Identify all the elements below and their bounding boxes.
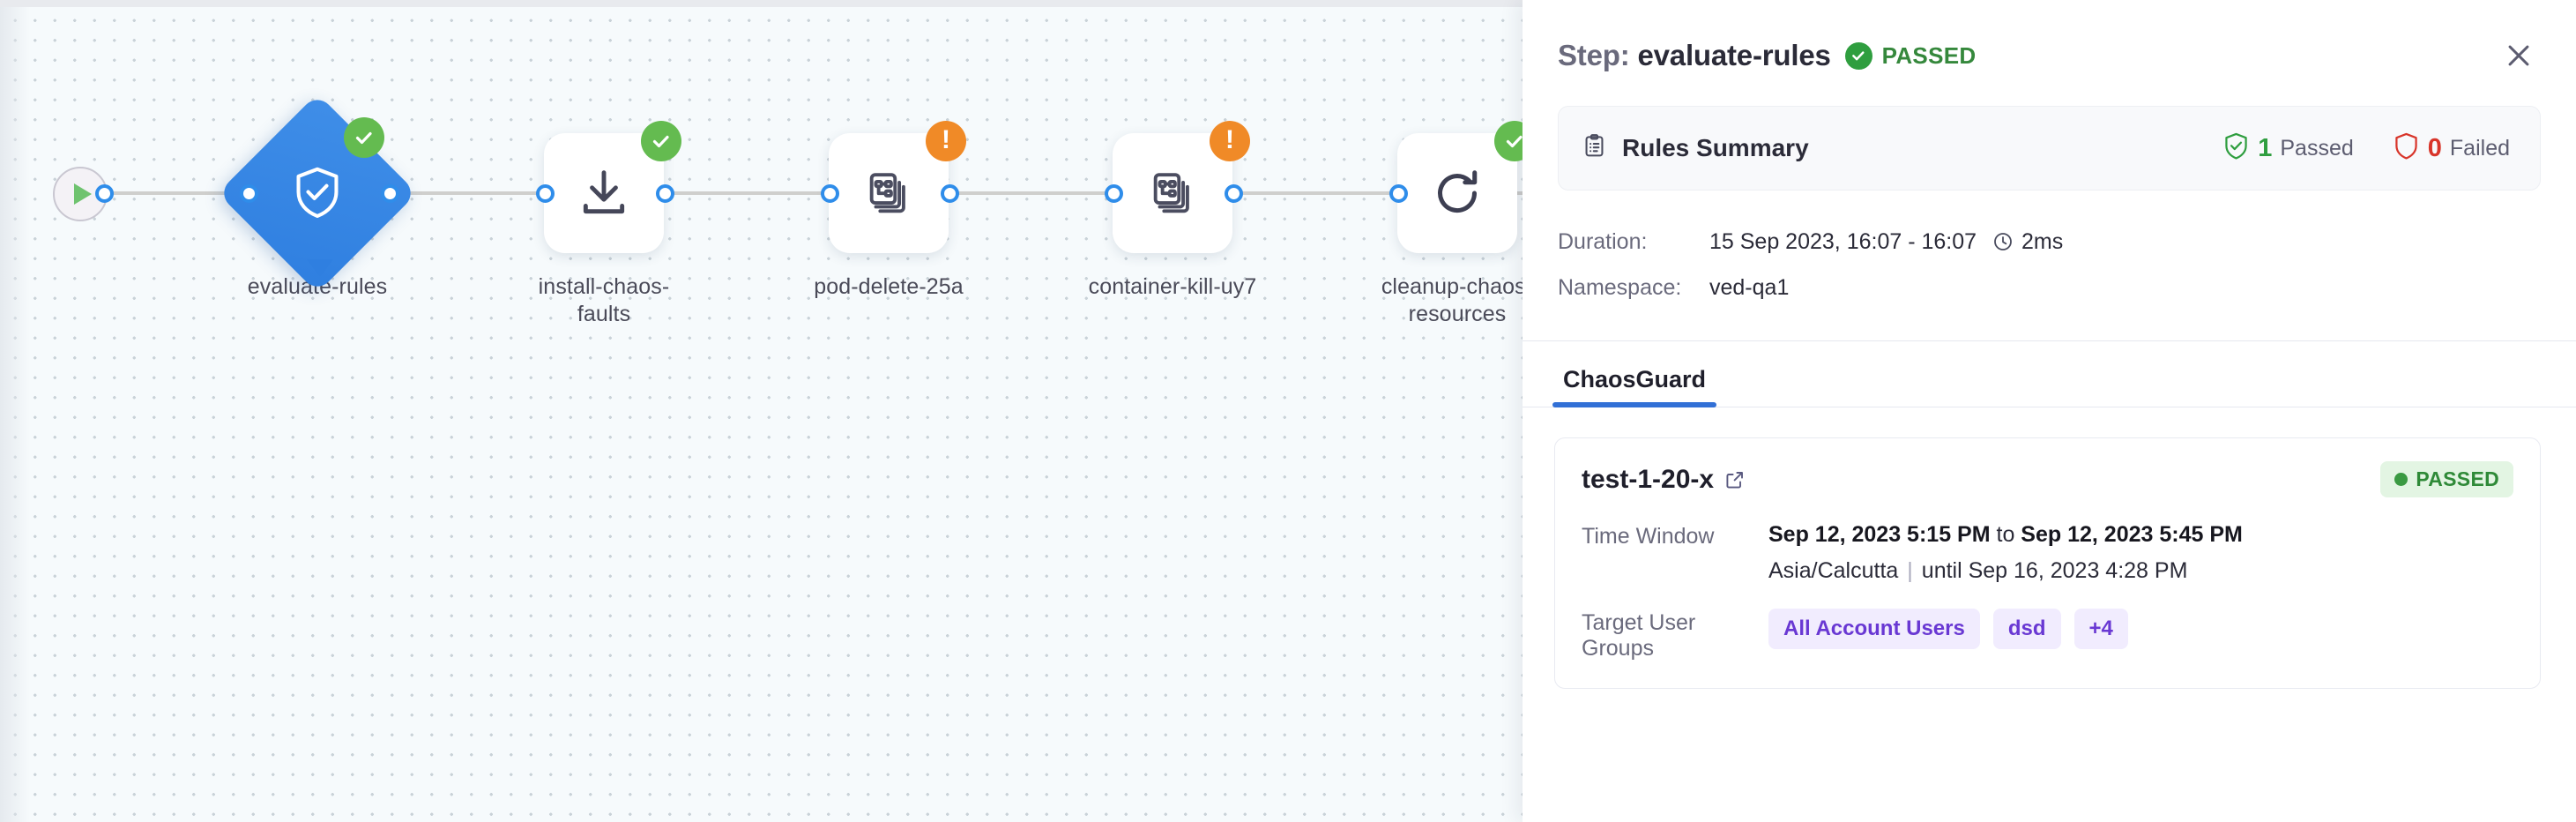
node-container-kill-uy7[interactable]: ! <box>1113 121 1250 253</box>
test-name: test-1-20-x <box>1582 464 1715 494</box>
port-start-out[interactable] <box>95 184 114 203</box>
test-status-pill: PASSED <box>2380 461 2513 497</box>
test-key-time-window: Time Window <box>1582 524 1715 549</box>
port-pod-delete-25a-in[interactable] <box>821 184 839 203</box>
status-badge-passed <box>641 121 681 161</box>
meta-value-duration: 15 Sep 2023, 16:07 - 16:07 <box>1709 228 1977 254</box>
text-divider: | <box>1907 558 1913 583</box>
clock-icon <box>1992 231 2014 252</box>
chaos-experiment-icon <box>863 168 914 219</box>
clipboard-icon <box>1582 133 1607 163</box>
step-meta: Duration: 15 Sep 2023, 16:07 - 16:07 2ms… <box>1558 219 2541 310</box>
rules-passed-count: 1 <box>2258 133 2273 162</box>
pipeline-connector-rail <box>84 191 1523 195</box>
port-install-chaos-faults-out[interactable] <box>656 184 674 203</box>
meta-key-namespace: Namespace: <box>1558 274 1682 300</box>
rules-failed-stat: 0 Failed <box>2393 132 2510 165</box>
port-evaluate-rules-in[interactable] <box>240 184 258 203</box>
meta-duration-ms: 2ms <box>2021 228 2064 254</box>
port-pod-delete-25a-out[interactable] <box>941 184 959 203</box>
selected-node-indicator <box>307 259 333 277</box>
meta-row-duration: Duration: 15 Sep 2023, 16:07 - 16:07 2ms <box>1558 219 2541 265</box>
time-window-timezone: Asia/Calcutta <box>1768 558 1899 583</box>
status-badge-passed <box>344 117 384 158</box>
node-pod-delete-25a[interactable]: ! <box>829 121 966 253</box>
chaosguard-test-card: test-1-20-x PASSED Time Window Sep 12, 2 <box>1554 437 2541 689</box>
meta-key-duration: Duration: <box>1558 228 1648 254</box>
time-window-start: Sep 12, 2023 5:15 PM <box>1768 522 1991 547</box>
status-badge: PASSED <box>1881 41 1977 69</box>
node-evaluate-rules[interactable] <box>217 93 418 294</box>
rules-passed-label: Passed <box>2280 135 2354 161</box>
time-window-range: Sep 12, 2023 5:15 PM to Sep 12, 2023 5:4… <box>1768 522 2513 548</box>
shield-check-icon <box>247 123 388 264</box>
node-label-cleanup-chaos-resources: cleanup-chaos-resources <box>1381 274 1523 326</box>
meta-value-namespace: ved-qa1 <box>1709 274 1790 300</box>
port-container-kill-uy7-out[interactable] <box>1225 184 1243 203</box>
node-label-pod-delete-25a: pod-delete-25a <box>814 274 964 299</box>
port-install-chaos-faults-in[interactable] <box>536 184 555 203</box>
time-window-until: until Sep 16, 2023 4:28 PM <box>1921 558 2188 583</box>
shield-check-icon <box>2222 132 2250 165</box>
target-user-group-chips: All Account Users dsd +4 <box>1768 609 2513 649</box>
time-window-separator: to <box>1990 522 2021 547</box>
node-label-install-chaos-faults: install-chaos-faults <box>538 274 670 326</box>
chip-user-group-overflow[interactable]: +4 <box>2073 609 2128 649</box>
port-evaluate-rules-out[interactable] <box>381 184 399 203</box>
external-link-icon[interactable] <box>1724 469 1746 490</box>
meta-row-namespace: Namespace: ved-qa1 <box>1558 265 2541 310</box>
time-window-timezone-row: Asia/Calcutta | until Sep 16, 2023 4:28 PM <box>1768 558 2513 584</box>
status-dot-icon <box>2394 473 2408 486</box>
port-container-kill-uy7-in[interactable] <box>1105 184 1123 203</box>
exclamation-glyph: ! <box>1225 125 1234 154</box>
chaos-experiment-icon <box>1147 168 1198 219</box>
rules-summary-card: Rules Summary 1 Passed <box>1558 106 2541 191</box>
page-title: Step: evaluate-rules <box>1558 39 1831 72</box>
check-circle-icon <box>1844 41 1872 70</box>
panel-header: Step: evaluate-rules PASSED <box>1523 0 2576 74</box>
port-cleanup-chaos-resources-in[interactable] <box>1389 184 1408 203</box>
rules-failed-count: 0 <box>2427 133 2442 162</box>
step-label: Step: <box>1558 39 1630 71</box>
status-badge-warning: ! <box>926 121 966 161</box>
refresh-icon <box>1429 165 1485 221</box>
status-badge-warning: ! <box>1210 121 1250 161</box>
close-icon[interactable] <box>2500 37 2537 74</box>
step-name: evaluate-rules <box>1637 39 1831 71</box>
status-badge-passed <box>1494 121 1523 161</box>
chip-user-group[interactable]: All Account Users <box>1768 609 1980 649</box>
window-top-strip <box>0 0 1523 7</box>
rules-passed-stat: 1 Passed <box>2222 132 2354 165</box>
test-key-target-user-groups: Target User Groups <box>1582 610 1696 661</box>
node-cleanup-chaos-resources[interactable] <box>1397 121 1523 253</box>
node-label-container-kill-uy7: container-kill-uy7 <box>1088 274 1257 299</box>
test-row-time-window: Time Window Sep 12, 2023 5:15 PM to Sep … <box>1582 522 2513 584</box>
play-icon <box>73 183 92 205</box>
tab-chaosguard[interactable]: ChaosGuard <box>1552 366 1717 407</box>
chip-user-group[interactable]: dsd <box>1992 609 2061 649</box>
download-icon <box>577 166 631 220</box>
test-status-label: PASSED <box>2416 467 2499 490</box>
step-detail-panel: Step: evaluate-rules PASSED <box>1523 0 2576 822</box>
pipeline-canvas[interactable]: evaluate-rules install-chaos-faults <box>0 7 1523 822</box>
node-install-chaos-faults[interactable] <box>544 121 681 253</box>
time-window-end: Sep 12, 2023 5:45 PM <box>2021 522 2243 547</box>
exclamation-glyph: ! <box>942 125 950 154</box>
rules-summary-title: Rules Summary <box>1622 134 1809 161</box>
rules-failed-label: Failed <box>2449 135 2510 161</box>
panel-tabs: ChaosGuard <box>1523 340 2576 407</box>
test-row-target-user-groups: Target User Groups All Account Users dsd… <box>1582 609 2513 661</box>
pipeline-start-node[interactable] <box>53 167 108 221</box>
shield-icon <box>2393 132 2420 165</box>
